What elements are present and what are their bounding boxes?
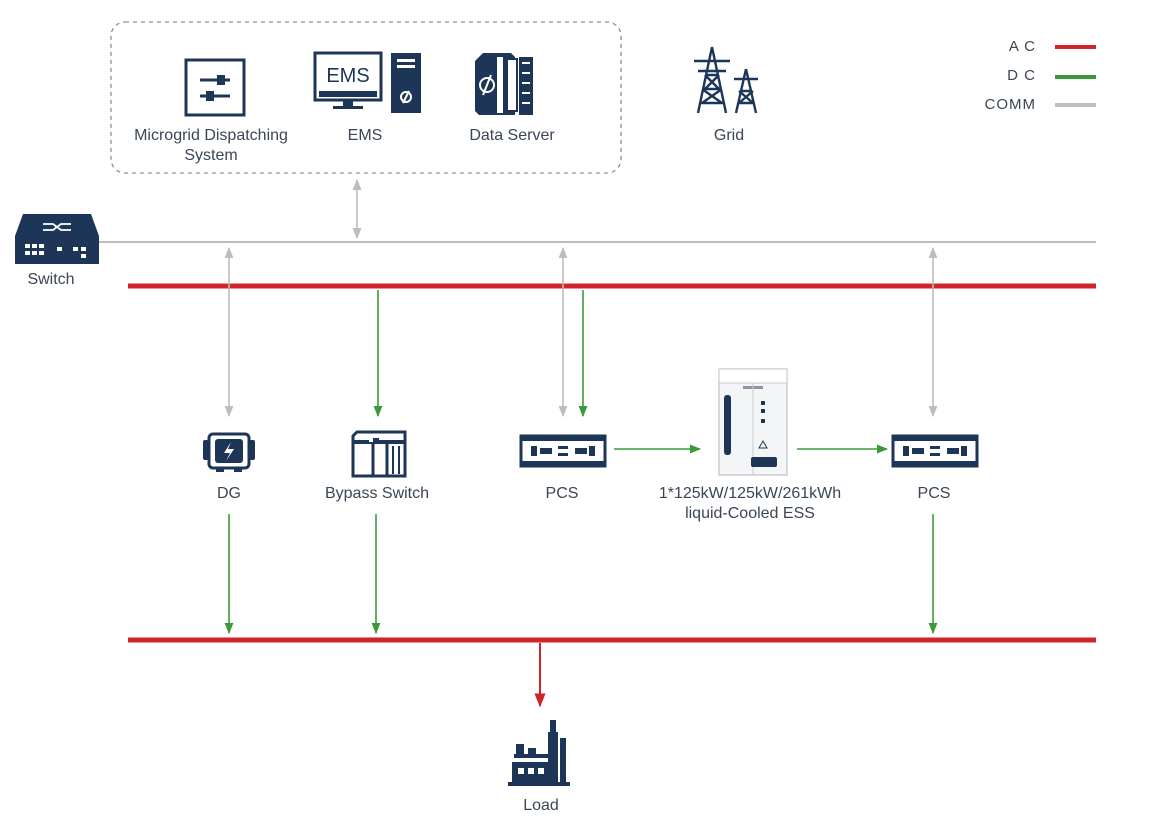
ess-label-line1: 1*125kW/125kW/261kWh xyxy=(658,485,842,502)
generator-icon xyxy=(203,432,255,472)
microgrid-label: Microgrid Dispatching System xyxy=(134,126,288,166)
pcs2-label: PCS xyxy=(917,485,951,502)
factory-icon xyxy=(508,720,570,786)
pcs1-label: PCS xyxy=(545,485,579,502)
control-group-box xyxy=(110,21,622,174)
server-rack-icon xyxy=(475,53,533,115)
cabinet-icon xyxy=(351,430,407,478)
pcs-icon-2 xyxy=(891,434,979,468)
load-label: Load xyxy=(523,797,559,814)
pcs-icon-1 xyxy=(519,434,607,468)
power-tower-icon xyxy=(694,46,758,114)
grid-label: Grid xyxy=(713,127,745,144)
network-switch-icon xyxy=(15,214,99,264)
microgrid-label-line2: System xyxy=(184,147,238,164)
ems-screen-text: EMS xyxy=(326,65,369,87)
ess-cabinet-icon xyxy=(718,368,788,476)
switch-label: Switch xyxy=(27,271,75,288)
ess-label: 1*125kW/125kW/261kWh liquid-Cooled ESS xyxy=(659,484,841,524)
legend-dc-label: D C xyxy=(1007,67,1036,84)
data-server-label: Data Server xyxy=(469,127,555,144)
bypass-label: Bypass Switch xyxy=(324,485,430,502)
computer-icon: EMS xyxy=(313,51,421,113)
ems-label: EMS xyxy=(347,127,383,144)
dg-label: DG xyxy=(217,485,241,502)
legend-ac-label: A C xyxy=(1008,38,1036,55)
sliders-icon xyxy=(184,58,246,117)
microgrid-label-line1: Microgrid Dispatching xyxy=(134,127,288,144)
ess-label-line2: liquid-Cooled ESS xyxy=(685,505,815,522)
legend-comm-label: COMM xyxy=(984,96,1036,113)
